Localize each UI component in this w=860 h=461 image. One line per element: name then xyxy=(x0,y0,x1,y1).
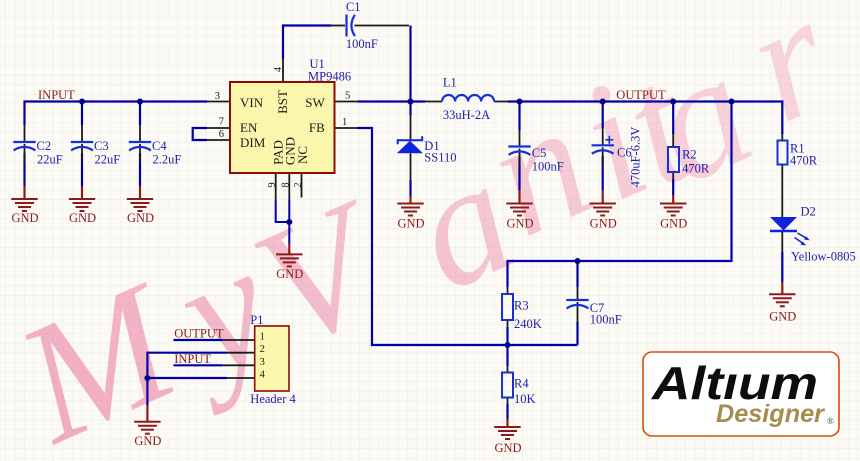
svg-text:3: 3 xyxy=(215,91,220,102)
svg-text:Designer: Designer xyxy=(716,400,825,428)
svg-text:470R: 470R xyxy=(790,154,818,168)
svg-text:R4: R4 xyxy=(514,377,529,391)
svg-text:PAD: PAD xyxy=(271,140,286,165)
svg-text:L1: L1 xyxy=(443,76,457,90)
svg-text:GND: GND xyxy=(769,310,796,324)
svg-text:100nF: 100nF xyxy=(590,313,622,327)
svg-text:R1: R1 xyxy=(790,142,805,156)
svg-text:470R: 470R xyxy=(682,162,710,176)
svg-text:SW: SW xyxy=(305,95,325,110)
svg-text:4: 4 xyxy=(260,370,266,381)
svg-text:SS110: SS110 xyxy=(424,151,456,165)
svg-text:2: 2 xyxy=(293,182,304,187)
svg-text:2.2uF: 2.2uF xyxy=(153,152,182,166)
svg-text:GND: GND xyxy=(127,211,154,225)
svg-text:GND: GND xyxy=(11,211,38,225)
svg-text:4: 4 xyxy=(273,66,284,72)
svg-text:C7: C7 xyxy=(590,301,605,315)
svg-text:2: 2 xyxy=(260,344,265,355)
svg-text:OUTPUT: OUTPUT xyxy=(616,88,666,102)
svg-text:GND: GND xyxy=(397,217,424,231)
svg-text:R3: R3 xyxy=(514,299,529,313)
svg-text:OUTPUT: OUTPUT xyxy=(174,327,224,341)
svg-text:GND: GND xyxy=(276,267,303,281)
svg-text:GND: GND xyxy=(660,217,687,231)
svg-text:100nF: 100nF xyxy=(532,159,564,173)
svg-text:C2: C2 xyxy=(37,139,52,153)
svg-text:22uF: 22uF xyxy=(37,152,63,166)
svg-text:GND: GND xyxy=(590,217,617,231)
svg-text:10K: 10K xyxy=(514,392,536,406)
svg-text:D1: D1 xyxy=(424,139,439,153)
svg-text:GND: GND xyxy=(69,211,96,225)
svg-text:U1: U1 xyxy=(310,57,325,71)
svg-text:GND: GND xyxy=(494,441,521,455)
svg-text:1: 1 xyxy=(260,332,265,343)
svg-text:5: 5 xyxy=(345,91,350,102)
svg-text:®: ® xyxy=(827,416,834,426)
svg-text:C3: C3 xyxy=(94,139,109,153)
svg-text:9: 9 xyxy=(267,182,278,187)
svg-text:3: 3 xyxy=(260,357,265,368)
svg-text:MP9486: MP9486 xyxy=(308,70,351,84)
svg-text:GND: GND xyxy=(506,217,533,231)
svg-text:BST: BST xyxy=(275,90,290,114)
svg-text:NC: NC xyxy=(295,146,310,164)
svg-text:470uF-6.3V: 470uF-6.3V xyxy=(629,127,643,188)
svg-text:100nF: 100nF xyxy=(346,37,378,51)
svg-text:GND: GND xyxy=(283,137,298,165)
svg-text:C4: C4 xyxy=(152,139,167,153)
svg-text:FB: FB xyxy=(309,120,325,135)
svg-text:C5: C5 xyxy=(532,146,547,160)
svg-text:DIM: DIM xyxy=(240,135,266,150)
svg-text:P1: P1 xyxy=(250,313,263,327)
svg-text:33uH-2A: 33uH-2A xyxy=(443,108,490,122)
svg-text:Yellow-0805: Yellow-0805 xyxy=(791,250,856,264)
svg-text:C6: C6 xyxy=(617,146,632,160)
svg-text:INPUT: INPUT xyxy=(38,88,75,102)
svg-text:8: 8 xyxy=(281,182,292,187)
svg-text:6: 6 xyxy=(219,129,224,140)
svg-text:1: 1 xyxy=(342,117,347,128)
svg-text:Header 4: Header 4 xyxy=(250,392,296,406)
svg-text:22uF: 22uF xyxy=(95,152,121,166)
svg-text:EN: EN xyxy=(240,120,258,135)
svg-text:C1: C1 xyxy=(346,0,361,14)
svg-text:D2: D2 xyxy=(801,205,816,219)
svg-text:GND: GND xyxy=(134,434,161,448)
svg-text:INPUT: INPUT xyxy=(174,352,211,366)
svg-text:VIN: VIN xyxy=(240,95,264,110)
svg-text:240K: 240K xyxy=(514,317,542,331)
svg-text:7: 7 xyxy=(219,117,224,128)
svg-text:Altıum: Altıum xyxy=(651,357,818,409)
svg-text:R2: R2 xyxy=(682,148,697,162)
